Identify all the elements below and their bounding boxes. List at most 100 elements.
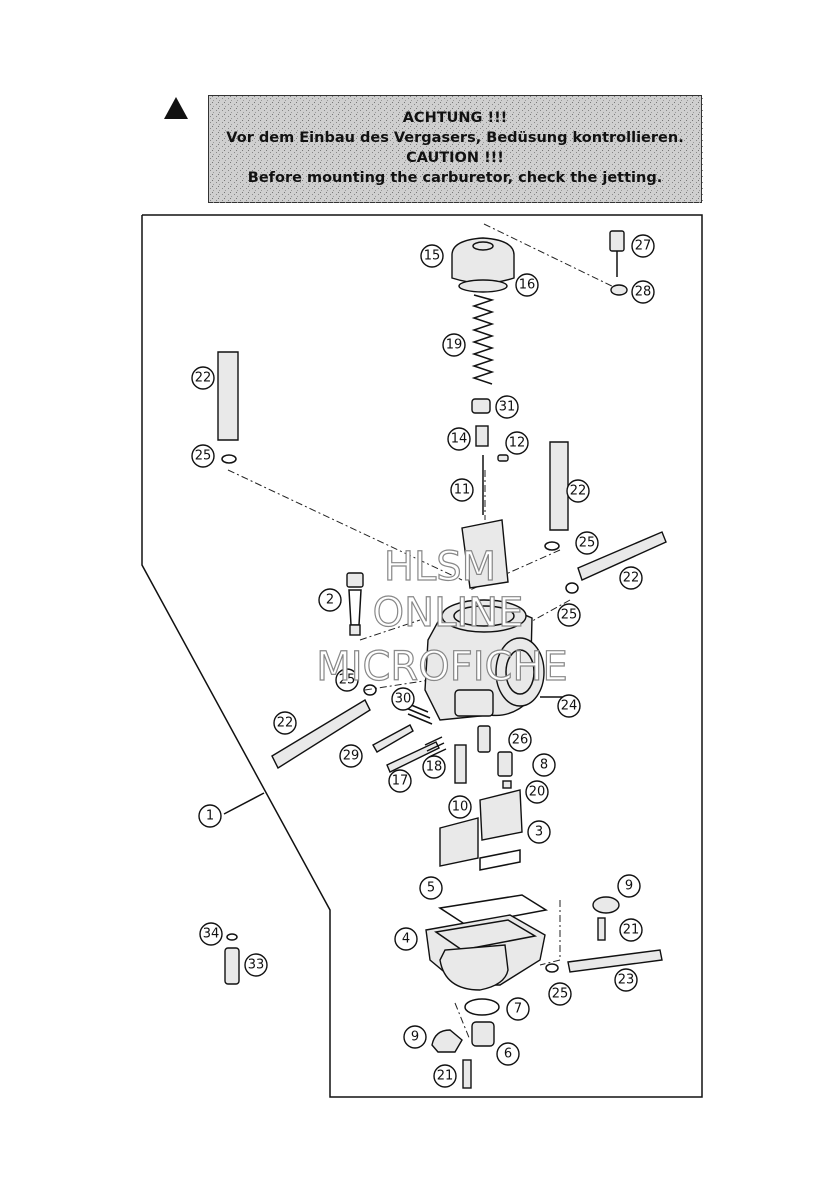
callout-24: 24 xyxy=(557,694,581,718)
callout-label: 15 xyxy=(424,249,441,264)
callout-label: 19 xyxy=(446,338,463,353)
callout-circle xyxy=(557,603,581,627)
callout-31: 31 xyxy=(495,395,519,419)
callout-label: 8 xyxy=(540,758,548,773)
callout-circle xyxy=(199,922,223,946)
idle-adjuster xyxy=(346,572,364,636)
assembly-lines xyxy=(227,223,621,1041)
assembly-frame xyxy=(141,214,703,1098)
callout-2: 2 xyxy=(318,588,342,612)
callout-circle xyxy=(419,876,443,900)
callout-circle xyxy=(448,795,472,819)
callout-3: 3 xyxy=(527,820,551,844)
callout-label: 1 xyxy=(206,809,214,824)
needle-parts xyxy=(471,398,509,515)
callout-label: 26 xyxy=(512,733,529,748)
callout-label: 23 xyxy=(618,973,635,988)
callout-circle xyxy=(575,531,599,555)
callout-label: 2 xyxy=(326,593,334,608)
callout-circle xyxy=(525,780,549,804)
callout-label: 25 xyxy=(579,536,596,551)
callout-label: 33 xyxy=(248,958,265,973)
callout-circle xyxy=(617,874,641,898)
callout-circle xyxy=(339,744,363,768)
callout-4: 4 xyxy=(394,927,418,951)
callout-circle xyxy=(450,478,474,502)
callout-14: 14 xyxy=(447,427,471,451)
callout-29: 29 xyxy=(339,744,363,768)
callout-22: 22 xyxy=(191,366,215,390)
callout-label: 25 xyxy=(552,987,569,1002)
callout-label: 3 xyxy=(535,825,543,840)
callout-label: 22 xyxy=(570,484,587,499)
callout-circle xyxy=(394,927,418,951)
callout-label: 31 xyxy=(499,400,516,415)
callout-label: 21 xyxy=(437,1069,454,1084)
callout-circle xyxy=(244,953,268,977)
callout-circle xyxy=(505,431,529,455)
float xyxy=(439,789,523,871)
callout-label: 5 xyxy=(427,881,435,896)
callout-circle xyxy=(495,395,519,419)
callout-28: 28 xyxy=(631,280,655,304)
callout-30: 30 xyxy=(391,687,415,711)
callout-circle xyxy=(631,280,655,304)
callout-circle xyxy=(515,273,539,297)
warning-title-en: CAUTION !!! xyxy=(406,150,504,166)
callout-25: 25 xyxy=(191,444,215,468)
callout-23: 23 xyxy=(614,968,638,992)
callout-27: 27 xyxy=(631,234,655,258)
callout-label: 22 xyxy=(623,571,640,586)
callout-18: 18 xyxy=(422,755,446,779)
callout-circle xyxy=(403,1025,427,1049)
callout-1: 1 xyxy=(198,804,222,828)
callout-label: 16 xyxy=(519,278,536,293)
callout-label: 21 xyxy=(623,923,640,938)
callout-label: 34 xyxy=(203,927,220,942)
float-bowl xyxy=(425,894,549,991)
callout-26: 26 xyxy=(508,728,532,752)
warning-title-de: ACHTUNG !!! xyxy=(402,110,508,126)
warning-text-de: Vor dem Einbau des Vergasers, Bedüsung k… xyxy=(226,130,684,146)
callout-15: 15 xyxy=(420,244,444,268)
callout-19: 19 xyxy=(442,333,466,357)
callout-label: 6 xyxy=(504,1047,512,1062)
callout-circle xyxy=(506,997,530,1021)
adjuster-screw xyxy=(609,230,628,296)
watermark-line-3: MICROFICHE xyxy=(316,644,568,690)
callout-5: 5 xyxy=(419,876,443,900)
callout-7: 7 xyxy=(506,997,530,1021)
hose-clips xyxy=(221,454,579,973)
callout-circle xyxy=(422,755,446,779)
callout-9: 9 xyxy=(617,874,641,898)
callout-label: 9 xyxy=(411,1030,419,1045)
warning-triangle-icon xyxy=(164,97,188,119)
callout-circle xyxy=(619,918,643,942)
callout-label: 4 xyxy=(402,932,410,947)
callout-22: 22 xyxy=(619,566,643,590)
watermark: HLSM ONLINE MICROFICHE xyxy=(316,543,569,690)
callout-circle xyxy=(318,588,342,612)
callout-17: 17 xyxy=(388,769,412,793)
carburetor-top-cap xyxy=(451,237,515,293)
callout-circle xyxy=(614,968,638,992)
callout-circle xyxy=(631,234,655,258)
callout-circle xyxy=(191,444,215,468)
callout-21: 21 xyxy=(619,918,643,942)
callout-circle xyxy=(557,694,581,718)
callout-6: 6 xyxy=(496,1042,520,1066)
callout-label: 27 xyxy=(635,239,652,254)
callout-12: 12 xyxy=(505,431,529,455)
watermark-line-1: HLSM xyxy=(384,544,496,590)
callout-9: 9 xyxy=(403,1025,427,1049)
callout-22: 22 xyxy=(273,711,297,735)
callout-label: 20 xyxy=(529,785,546,800)
callout-circle xyxy=(496,1042,520,1066)
callout-circle xyxy=(191,366,215,390)
callout-circle xyxy=(619,566,643,590)
callout-34: 34 xyxy=(199,922,223,946)
callout-label: 30 xyxy=(395,692,412,707)
callout-label: 24 xyxy=(561,699,578,714)
